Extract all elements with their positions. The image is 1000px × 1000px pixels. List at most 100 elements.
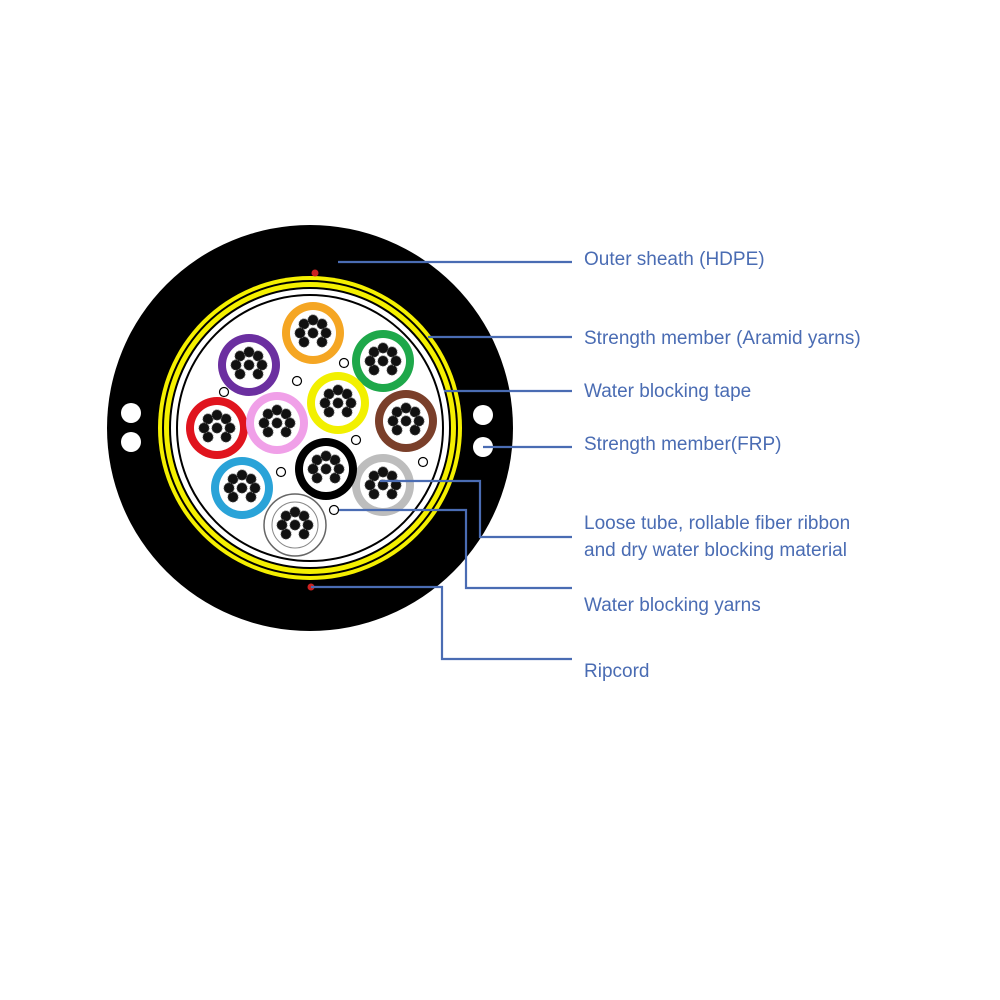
fiber-ribbon-bundle bbox=[280, 426, 292, 438]
fiber-ribbon-bundle bbox=[258, 417, 270, 429]
fiber-ribbon-bundle bbox=[377, 466, 389, 478]
label-water-blocking-yarns: Water blocking yarns bbox=[584, 595, 761, 616]
fiber-ribbon-bundle bbox=[333, 463, 345, 475]
fiber-ribbon-bundle bbox=[249, 482, 261, 494]
fiber-ribbon-bundle bbox=[386, 346, 398, 358]
fiber-ribbon-bundle bbox=[252, 350, 264, 362]
loose-tube bbox=[352, 330, 414, 392]
fiber-ribbon-bundle bbox=[377, 479, 389, 491]
loose-tubes bbox=[186, 302, 437, 557]
loose-tube bbox=[352, 454, 414, 516]
fiber-ribbon-bundle bbox=[302, 519, 314, 531]
label-water-blocking-tape: Water blocking tape bbox=[584, 381, 752, 402]
fiber-ribbon-bundle bbox=[245, 491, 257, 503]
label-ripcord: Ripcord bbox=[584, 661, 650, 682]
loose-tube bbox=[263, 493, 327, 557]
loose-tube bbox=[211, 457, 273, 519]
fiber-ribbon-bundle bbox=[256, 359, 268, 371]
fiber-ribbon-bundle bbox=[390, 355, 402, 367]
label-frp-strength-member: Strength member(FRP) bbox=[584, 434, 782, 455]
leader-line-water-blocking-yarns bbox=[339, 508, 572, 590]
leader-line-ripcord bbox=[311, 585, 572, 661]
fiber-ribbon-bundle bbox=[377, 342, 389, 354]
fiber-ribbon-bundle bbox=[307, 327, 319, 339]
fiber-ribbon-bundle bbox=[298, 528, 310, 540]
yarn bbox=[275, 466, 287, 478]
fiber-ribbon-bundle bbox=[271, 404, 283, 416]
fiber-ribbon-bundle bbox=[320, 327, 332, 339]
fiber-ribbon-bundle bbox=[198, 422, 210, 434]
fiber-ribbon-bundle bbox=[289, 506, 301, 518]
fiber-ribbon-bundle bbox=[400, 402, 412, 414]
fiber-ribbon-bundle bbox=[243, 359, 255, 371]
yarn bbox=[350, 434, 362, 446]
fiber-ribbon-bundle bbox=[294, 327, 306, 339]
fiber-ribbon-bundle bbox=[409, 424, 421, 436]
loose-tube bbox=[375, 390, 437, 452]
fiber-ribbon-bundle bbox=[341, 388, 353, 400]
yarn bbox=[338, 357, 350, 369]
fiber-ribbon-bundle bbox=[271, 417, 283, 429]
fiber-ribbon-bundle bbox=[276, 519, 288, 531]
fiber-ribbon-bundle bbox=[298, 510, 310, 522]
fiber-ribbon-bundle bbox=[400, 415, 412, 427]
fiber-ribbon-bundle bbox=[245, 473, 257, 485]
fiber-ribbon-bundle bbox=[413, 415, 425, 427]
label-loose-tube-line2: and dry water blocking material bbox=[584, 540, 847, 561]
fiber-ribbon-bundle bbox=[236, 482, 248, 494]
fiber-ribbon-bundle bbox=[220, 413, 232, 425]
frp-rods bbox=[121, 403, 493, 457]
fiber-ribbon-bundle bbox=[364, 479, 376, 491]
yarn bbox=[218, 386, 230, 398]
yarn bbox=[291, 375, 303, 387]
yarn bbox=[328, 504, 340, 516]
fiber-ribbon-bundle bbox=[329, 454, 341, 466]
frp-rod bbox=[121, 432, 141, 452]
fiber-ribbon-bundle bbox=[332, 384, 344, 396]
fiber-ribbon-bundle bbox=[341, 406, 353, 418]
fiber-ribbon-bundle bbox=[386, 364, 398, 376]
frp-rod bbox=[121, 403, 141, 423]
fiber-ribbon-bundle bbox=[320, 463, 332, 475]
fiber-ribbon-bundle bbox=[364, 355, 376, 367]
loose-tube bbox=[218, 334, 280, 396]
fiber-ribbon-bundle bbox=[377, 355, 389, 367]
fiber-ribbon-bundle bbox=[316, 318, 328, 330]
fiber-ribbon-bundle bbox=[284, 417, 296, 429]
water-blocking-yarns bbox=[218, 357, 429, 516]
loose-tube bbox=[246, 392, 308, 454]
fiber-ribbon-bundle bbox=[307, 463, 319, 475]
fiber-ribbon-bundle bbox=[387, 415, 399, 427]
fiber-ribbon-bundle bbox=[230, 359, 242, 371]
fiber-ribbon-bundle bbox=[223, 482, 235, 494]
fiber-ribbon-bundle bbox=[211, 409, 223, 421]
fiber-ribbon-bundle bbox=[280, 408, 292, 420]
fiber-ribbon-bundle bbox=[329, 472, 341, 484]
fiber-ribbon-bundle bbox=[252, 368, 264, 380]
loose-tube bbox=[282, 302, 344, 364]
fiber-ribbon-bundle bbox=[409, 406, 421, 418]
fiber-ribbon-bundle bbox=[289, 519, 301, 531]
loose-tube bbox=[186, 397, 248, 459]
fiber-ribbon-bundle bbox=[243, 346, 255, 358]
ripcord-top bbox=[311, 269, 319, 277]
leader-line-loose-tube bbox=[380, 479, 572, 539]
fiber-ribbon-bundle bbox=[307, 314, 319, 326]
fiber-ribbon-bundle bbox=[386, 488, 398, 500]
fiber-ribbon-bundle bbox=[319, 397, 331, 409]
leader-lines bbox=[311, 260, 572, 661]
label-outer-sheath: Outer sheath (HDPE) bbox=[584, 249, 765, 270]
fiber-ribbon-bundle bbox=[211, 422, 223, 434]
frp-rod bbox=[473, 405, 493, 425]
loose-tube bbox=[295, 438, 357, 500]
yarn bbox=[417, 456, 429, 468]
loose-tube bbox=[307, 372, 369, 434]
fiber-ribbon-bundle bbox=[390, 479, 402, 491]
fiber-ribbon-bundle bbox=[332, 397, 344, 409]
fiber-ribbon-bundle bbox=[220, 431, 232, 443]
label-aramid-strength-member: Strength member (Aramid yarns) bbox=[584, 328, 861, 349]
fiber-ribbon-bundle bbox=[224, 422, 236, 434]
fiber-ribbon-bundle bbox=[236, 469, 248, 481]
